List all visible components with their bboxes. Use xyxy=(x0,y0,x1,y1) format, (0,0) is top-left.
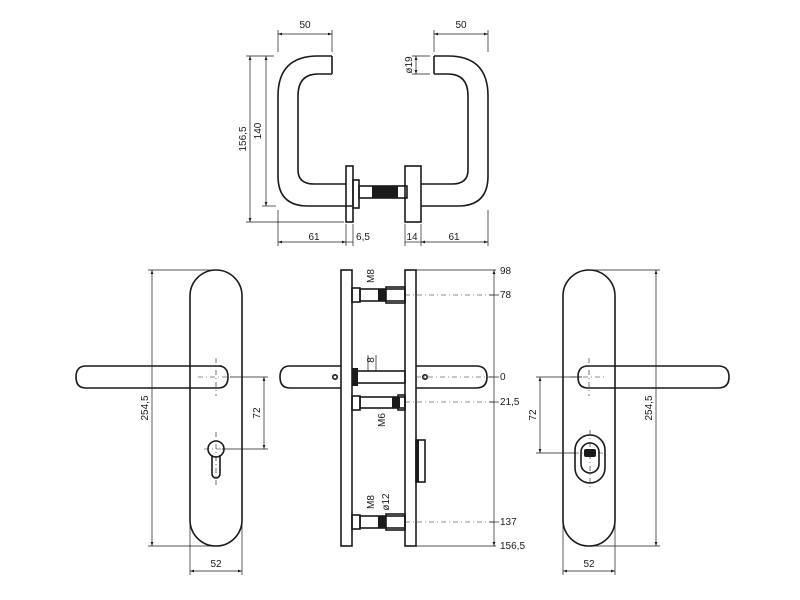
right-lever xyxy=(577,365,730,389)
dim-outer-height: 156,5 xyxy=(238,126,249,151)
label-thread-mid: M6 xyxy=(377,413,388,427)
left-plate xyxy=(189,269,243,547)
right-handle-outer xyxy=(421,55,489,207)
left-rose xyxy=(345,165,354,223)
right-rose xyxy=(404,165,422,223)
side-lever-right xyxy=(416,365,488,389)
level-78: 78 xyxy=(500,290,512,301)
side-spindle xyxy=(355,370,406,384)
dim-rose-right: 14 xyxy=(406,232,418,243)
dim-left-spacing: 72 xyxy=(252,407,263,419)
right-handle-inner xyxy=(421,73,469,185)
level-21-5: 21,5 xyxy=(500,397,520,408)
dim-left-depth: 61 xyxy=(308,232,320,243)
label-spindle: 8 xyxy=(366,357,377,363)
side-view: M8 8 M6 M8 ø12 98 78 0 21,5 137 156,5 xyxy=(279,266,525,552)
dim-right-spacing: 72 xyxy=(528,409,539,421)
label-bolt-diameter: ø12 xyxy=(381,493,392,511)
side-plate-right xyxy=(404,269,417,547)
dim-left-plate-width: 52 xyxy=(210,559,222,570)
top-view: 50 50 ø19 156,5 140 61 6,5 14 61 xyxy=(238,20,489,246)
dim-inner-height: 140 xyxy=(253,122,264,139)
dim-right-plate-width: 52 xyxy=(583,559,595,570)
label-thread-bottom: M8 xyxy=(366,495,377,509)
side-plate-left xyxy=(340,269,353,547)
dim-left-width: 50 xyxy=(299,20,311,31)
front-right-view: 72 254,5 52 xyxy=(528,269,730,575)
left-lever xyxy=(75,365,229,389)
left-handle-inner xyxy=(297,73,346,185)
dim-diameter: ø19 xyxy=(404,56,415,74)
dim-right-depth: 61 xyxy=(448,232,460,243)
side-lever-left xyxy=(279,365,341,389)
level-98: 98 xyxy=(500,266,512,277)
left-handle-outer xyxy=(277,55,352,207)
dim-right-plate-height: 254,5 xyxy=(644,395,655,420)
level-0: 0 xyxy=(500,372,506,383)
level-156-5: 156,5 xyxy=(500,541,525,552)
label-thread-top: M8 xyxy=(366,269,377,283)
dim-right-width: 50 xyxy=(455,20,467,31)
right-plate xyxy=(562,269,616,547)
level-137: 137 xyxy=(500,517,517,528)
dim-left-plate-height: 254,5 xyxy=(140,395,151,420)
dim-rose-left: 6,5 xyxy=(356,232,370,243)
front-left-view: 254,5 72 52 xyxy=(75,269,268,575)
